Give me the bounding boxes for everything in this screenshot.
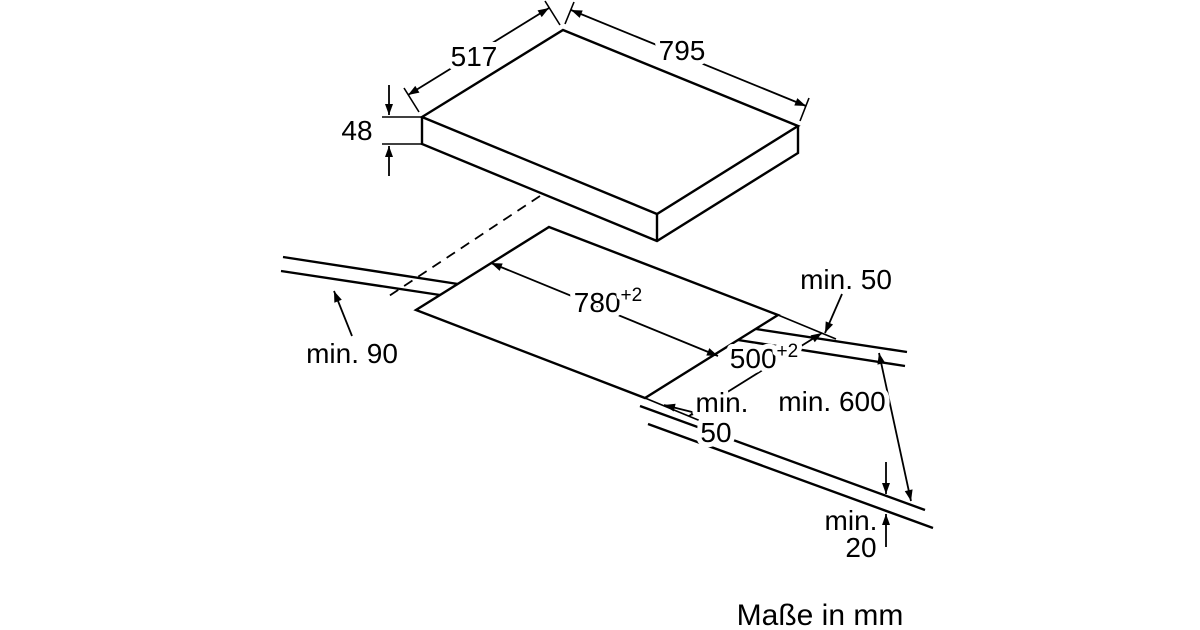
label-500-tolerance: +2	[777, 341, 799, 362]
dim-cutout-780: 780+2	[490, 262, 719, 357]
dim-500-line	[688, 332, 823, 417]
dim-front-clearance: min. 50	[663, 382, 753, 453]
dim-48-extension-lines	[382, 116, 422, 145]
worktop-depth-line	[877, 352, 913, 502]
worktop-front-edge-lines	[639, 404, 934, 530]
dim-rear-clearance: min. 50	[800, 264, 892, 334]
dim-517-line	[407, 7, 550, 96]
dim-worktop-depth: min. 600	[773, 352, 913, 502]
label-cutout-500: 500+2	[730, 341, 798, 374]
label-depth-517: 517	[451, 41, 498, 72]
label-height-48: 48	[341, 115, 372, 146]
dim-depth-517: 517	[403, 0, 561, 113]
label-side-clearance: min. 90	[306, 338, 398, 369]
rear-clearance-arrow	[824, 293, 843, 334]
worktop-front-edge	[639, 404, 934, 530]
front-clearance-arrow	[663, 403, 701, 415]
label-worktop-thickness-min: min.	[825, 505, 878, 536]
label-780-tolerance: +2	[621, 285, 643, 306]
dim-height-48: 48	[341, 85, 422, 176]
label-worktop-depth: min. 600	[778, 386, 885, 417]
dim-width-795: 795	[564, 1, 810, 122]
dim-cutout-500: 500+2	[644, 314, 837, 423]
units-caption: Maße in mm	[737, 599, 904, 630]
label-cutout-780: 780+2	[574, 285, 642, 318]
label-780-value: 780	[574, 287, 621, 318]
dim-side-clearance: min. 90	[306, 290, 398, 369]
dim-795-line	[570, 9, 807, 107]
worktop-rear-edge	[280, 255, 908, 368]
side-clearance-arrow	[333, 290, 353, 337]
dim-780-line	[490, 262, 719, 357]
cooktop-body	[420, 117, 800, 243]
worktop-rear-edge-lines	[280, 255, 908, 368]
label-rear-clearance: min. 50	[800, 264, 892, 295]
label-front-clearance-value: 50	[700, 417, 731, 448]
label-front-clearance-min: min.	[696, 387, 749, 418]
dim-795-extension-lines	[564, 1, 810, 122]
dim-517-extension-lines	[403, 0, 561, 113]
projection-dashed-line	[385, 195, 541, 299]
label-500-value: 500	[730, 343, 777, 374]
label-worktop-thickness-value: 20	[845, 532, 876, 563]
dim-worktop-thickness: min. 20	[825, 462, 890, 563]
label-width-795: 795	[659, 35, 706, 66]
